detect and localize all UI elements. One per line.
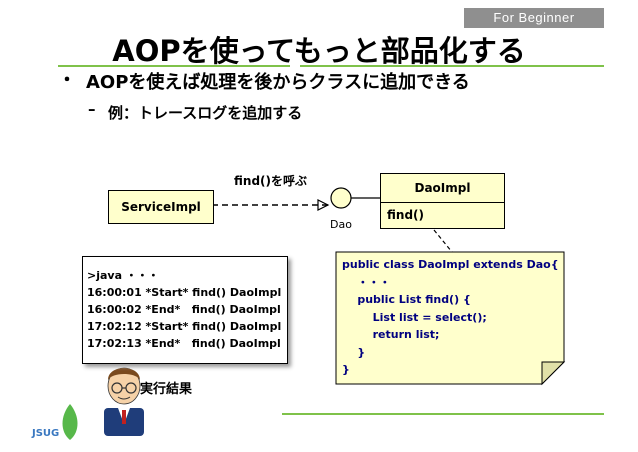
execution-output-box: >java ・・・ 16:00:01 *Start* find() DaoImp… — [82, 256, 288, 364]
sub-bullet-example: 例：トレースログを追加する — [108, 104, 303, 122]
jsug-logo: JSUG — [32, 428, 60, 439]
code-line: } — [342, 363, 350, 376]
code-line: public List find() { — [342, 293, 471, 306]
dao-interface-label: Dao — [330, 218, 352, 231]
exec-line: >java ・・・ — [87, 269, 159, 282]
exec-line: 17:02:13 *End* find() DaoImpl — [87, 337, 281, 350]
code-note-fold — [541, 361, 566, 386]
service-impl-class: ServiceImpl — [108, 190, 214, 224]
call-label: find()を呼ぶ — [234, 174, 307, 188]
for-beginner-badge: For Beginner — [464, 8, 604, 28]
sub-bullet-marker: – — [88, 100, 96, 118]
code-line: } — [342, 345, 366, 359]
code-line: ・・・ — [342, 275, 391, 289]
exec-line: 16:00:02 *End* find() DaoImpl — [87, 303, 281, 316]
code-line: return list; — [342, 328, 440, 341]
dao-impl-method: find() — [387, 208, 424, 222]
code-line: public class DaoImpl extends Dao{ — [342, 258, 559, 271]
call-arrow-head — [317, 199, 330, 211]
execution-result-label: 実行結果 — [140, 382, 193, 397]
dao-impl-class-name: DaoImpl — [381, 174, 504, 203]
exec-line: 17:02:12 *Start* find() DaoImpl — [87, 320, 282, 333]
dao-impl-class: DaoImpl find() — [380, 173, 505, 229]
jsug-leaf-icon — [62, 404, 78, 440]
note-anchor-line — [433, 229, 453, 253]
bullet-marker: ・ — [58, 70, 76, 91]
code-line: List list = select(); — [342, 310, 487, 324]
slide-title: AOPを使ってもっと部品化する — [112, 34, 526, 68]
bullet-aop: AOPを使えば処理を後からクラスに追加できる — [86, 72, 470, 93]
code-listing: public class DaoImpl extends Dao{ ・・・ pu… — [342, 256, 559, 379]
dao-interface-circle — [330, 187, 352, 209]
avatar-person-icon — [104, 367, 144, 436]
exec-line: 16:00:01 *Start* find() DaoImpl — [87, 286, 282, 299]
